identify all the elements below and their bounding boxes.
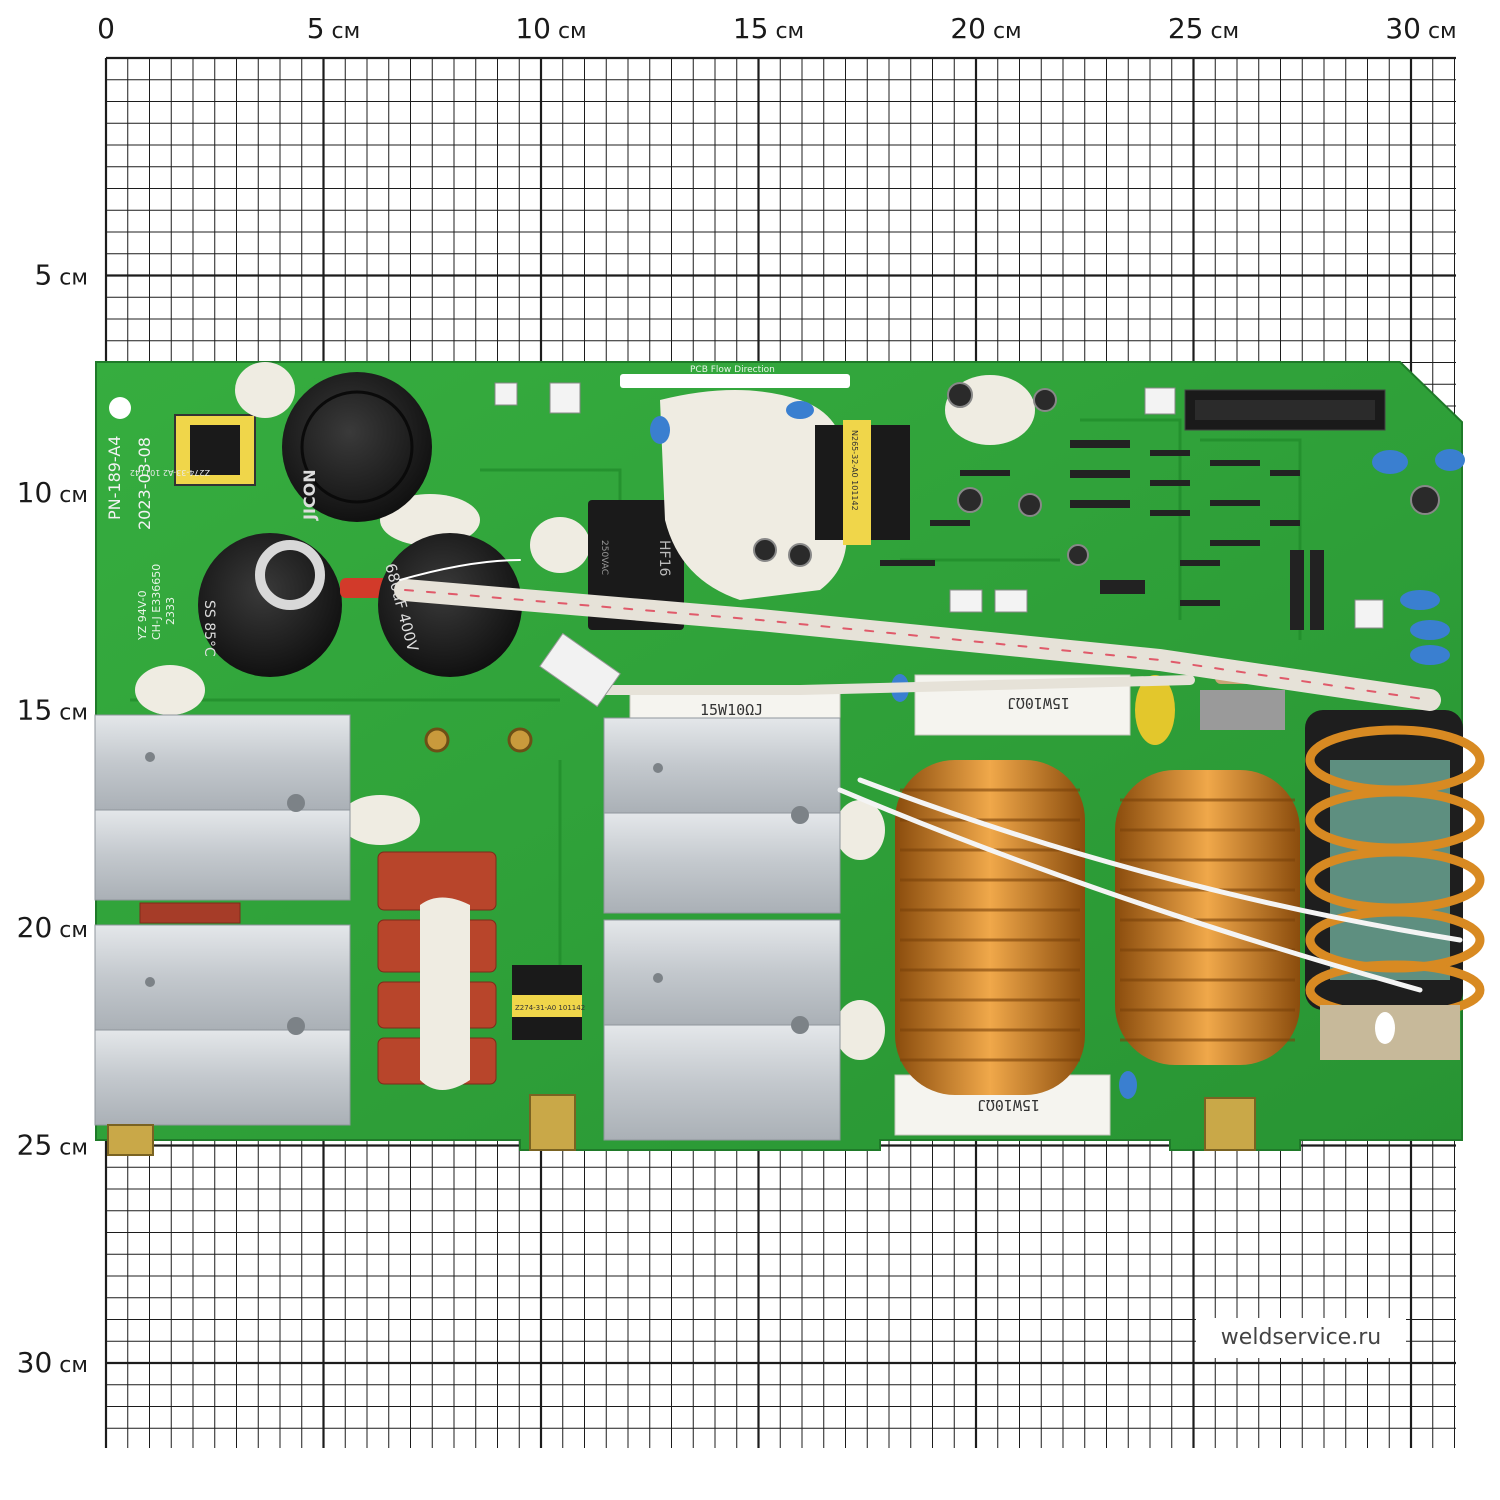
transformer-gate: Z274-31-A0 101142 xyxy=(512,965,585,1040)
grey-component xyxy=(1200,690,1285,730)
toroid-inductor-1 xyxy=(895,760,1085,1095)
transformer-psu-label: N265-32-A0 101142 xyxy=(850,430,859,511)
ruler-left-label: 25 см xyxy=(17,1129,88,1162)
ribbon-connector-pins xyxy=(1195,400,1375,420)
terminal-lugs xyxy=(107,1094,1256,1156)
transformer-gate-label: Z274-31-A0 101142 xyxy=(515,1004,585,1012)
watermark-logo: weldservice.ru xyxy=(1196,1318,1406,1358)
electrolytic-capacitor-1: JICON xyxy=(282,372,432,522)
transformer-label: Z274-33-A2 101142 xyxy=(130,468,210,477)
thin-wire xyxy=(399,559,521,581)
flow-direction-strip xyxy=(620,374,850,388)
ruler-left-label: 5 см xyxy=(34,259,88,292)
board-code-label-2: CH-J E336650 xyxy=(150,564,163,640)
power-resistor-label-2: 15W10ΩJ xyxy=(700,701,763,719)
ruler-left-label: 10 см xyxy=(17,476,88,509)
power-resistor-label-1: 15W10ΩJ xyxy=(1007,694,1070,712)
board-date-label: 2023-03-08 xyxy=(135,437,154,530)
output-choke xyxy=(1305,710,1485,1060)
ruler-top-label: 30 см xyxy=(1385,12,1456,45)
ruler-top-label: 0 xyxy=(97,12,115,45)
pcb-flow-label: PCB Flow Direction xyxy=(690,365,775,375)
ruler-top-label: 10 см xyxy=(515,12,586,45)
board-code-label-1: YZ 94V-0 xyxy=(136,590,149,641)
ruler-top-label: 5 см xyxy=(307,12,361,45)
small-electrolytic-capacitors xyxy=(753,382,1440,567)
ruler-left-labels: 5 см 10 см 15 см 20 см 25 см 30 см xyxy=(17,259,88,1380)
board-model-label: PN-189-A4 xyxy=(105,436,124,520)
relay-rating-label: 250VAC xyxy=(599,540,609,575)
relay-brand-label: HF16 xyxy=(656,540,672,576)
heatsink-mid-bottom xyxy=(603,919,841,1141)
heatsink-mid-top xyxy=(603,717,841,914)
film-capacitor-glue xyxy=(420,897,470,1090)
capacitor-temp-label: SS 85°C xyxy=(201,600,217,657)
brass-standoffs xyxy=(424,727,533,753)
ruler-top-label: 20 см xyxy=(950,12,1021,45)
heatsink-left-bottom xyxy=(94,924,351,1126)
ruler-left-label: 20 см xyxy=(17,911,88,944)
power-resistor-label-3: 15W10ΩJ xyxy=(977,1096,1040,1114)
mounting-hole xyxy=(109,397,131,419)
ruler-top-labels: 0 5 см 10 см 15 см 20 см 25 см 30 см xyxy=(97,12,1457,45)
white-connector-plug xyxy=(539,632,621,708)
transformer-psu: N265-32-A0 101142 xyxy=(815,420,910,545)
capacitor-brand-label: JICON xyxy=(300,469,319,521)
pcb-board: PN-189-A4 2023-03-08 YZ 94V-0 CH-J E3366… xyxy=(94,361,1485,1156)
ruler-left-label: 15 см xyxy=(17,694,88,727)
silicone-glue xyxy=(135,362,1035,1060)
heatsink-left-top xyxy=(94,714,351,901)
ruler-top-label: 25 см xyxy=(1168,12,1239,45)
ruler-top-label: 15 см xyxy=(733,12,804,45)
electrolytic-capacitor-2: SS 85°C xyxy=(198,533,410,677)
wires xyxy=(394,559,1463,993)
ruler-left-label: 30 см xyxy=(17,1346,88,1379)
board-code-label-3: 2333 xyxy=(164,597,177,625)
yellow-capacitor xyxy=(1135,675,1175,745)
ceramic-capacitors xyxy=(650,401,1465,1099)
connectors-top xyxy=(494,382,1384,629)
transformer-small-top-left: Z274-33-A2 101142 xyxy=(130,414,256,486)
sensor-wire-2 xyxy=(837,787,1423,993)
toroid-inductor-2 xyxy=(1115,770,1300,1065)
electrolytic-capacitor-3: 680uF 400V xyxy=(378,533,522,677)
sensor-wire-1 xyxy=(595,675,1195,695)
smd-components xyxy=(880,440,1324,630)
